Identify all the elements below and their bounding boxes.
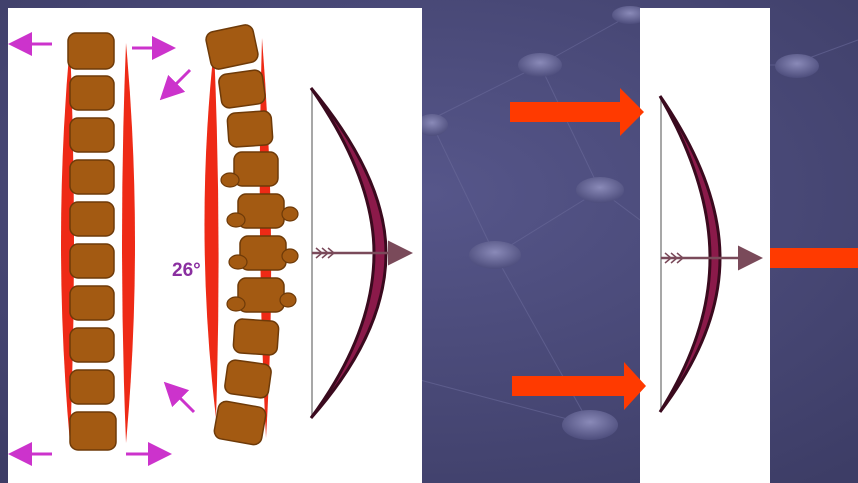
arrow-right-icon bbox=[512, 362, 646, 410]
spine-diagram-panel: 26° bbox=[8, 8, 422, 483]
straight-spine bbox=[68, 33, 116, 450]
bow-panel bbox=[640, 8, 770, 483]
arrow-right-icon bbox=[770, 246, 858, 270]
bow-diagram bbox=[640, 8, 770, 483]
spine-diagram bbox=[8, 8, 422, 483]
bow-icon bbox=[311, 88, 408, 418]
bow-icon bbox=[660, 96, 758, 412]
arrow-right-icon bbox=[510, 88, 644, 136]
angle-label: 26° bbox=[172, 260, 201, 282]
